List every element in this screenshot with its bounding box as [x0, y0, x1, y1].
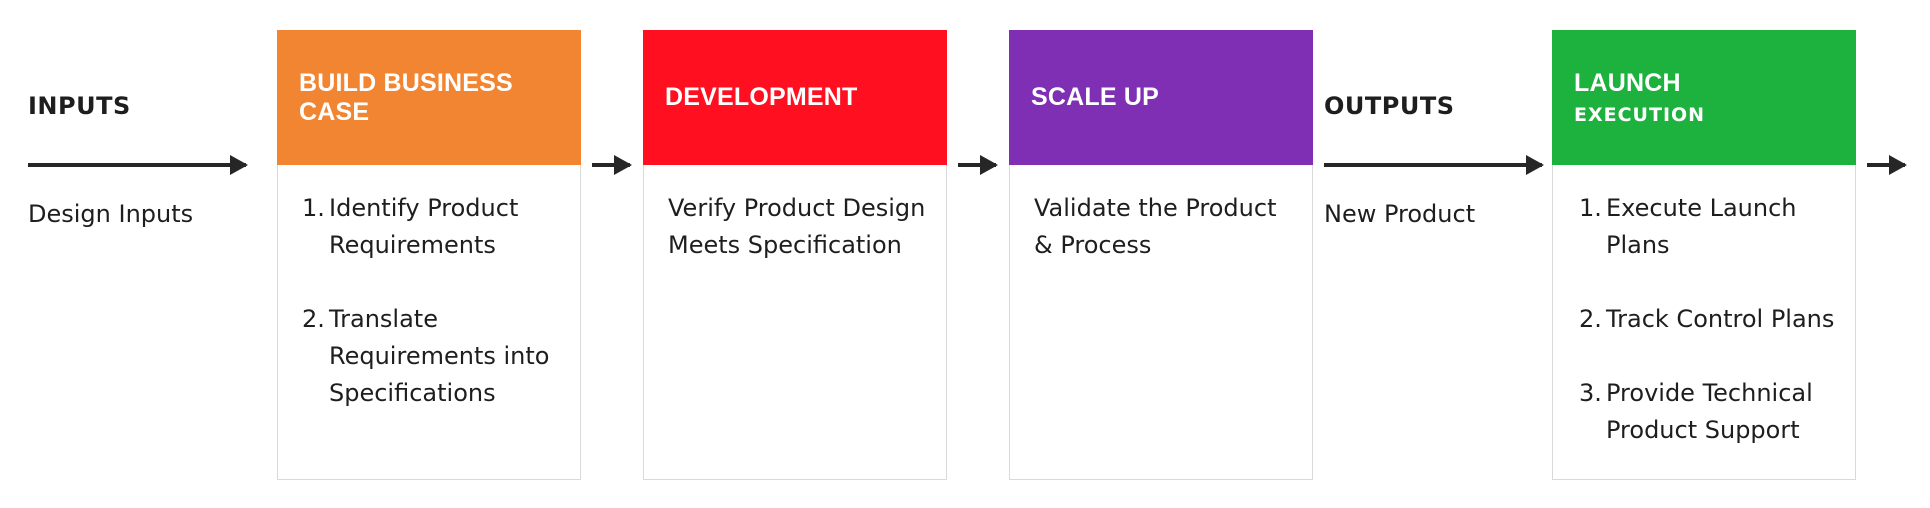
- step-text: Track Control Plans: [1606, 305, 1835, 333]
- inputs-label: INPUTS: [28, 92, 131, 120]
- arrow-final: [1867, 155, 1907, 175]
- list-item: 3.Provide Technical Product Support: [1579, 379, 1813, 444]
- list-item: 2.Track Control Plans: [1579, 305, 1835, 333]
- stage-steps-list: 1.Execute Launch Plans 2.Track Control P…: [1579, 190, 1837, 449]
- step-text: Execute Launch Plans: [1606, 194, 1797, 259]
- stage-steps-list: 1.Identify Product Requirements 2.Transl…: [302, 190, 562, 412]
- stage-body: 1.Identify Product Requirements 2.Transl…: [302, 190, 562, 412]
- inputs-arrow: [28, 155, 248, 175]
- stage-text: Validate the Product & Process: [1034, 194, 1277, 259]
- stage-body: 1.Execute Launch Plans 2.Track Control P…: [1579, 190, 1837, 449]
- stage-text: Verify Product Design Meets Specificatio…: [668, 194, 926, 259]
- list-item: 1.Execute Launch Plans: [1579, 194, 1797, 259]
- stage-subtitle: EXECUTION: [1574, 104, 1706, 126]
- stage-title: DEVELOPMENT: [665, 83, 858, 111]
- inputs-text: Design Inputs: [28, 200, 194, 228]
- stage-title: LAUNCH: [1574, 69, 1681, 97]
- stage-title: SCALE UP: [1031, 83, 1160, 111]
- step-text: Translate Requirements into Specificatio…: [329, 305, 550, 407]
- step-text: Identify Product Requirements: [329, 194, 519, 259]
- outputs-text: New Product: [1324, 200, 1476, 228]
- stage-scale-up: SCALE UP Validate the Product & Process: [1009, 30, 1313, 480]
- stage-header: DEVELOPMENT: [643, 30, 947, 165]
- list-item: 1.Identify Product Requirements: [302, 194, 519, 259]
- stage-build-business-case: BUILD BUSINESS CASE 1.Identify Product R…: [277, 30, 581, 480]
- outputs-label: OUTPUTS: [1324, 92, 1455, 120]
- stage-title: BUILD BUSINESS CASE: [299, 68, 513, 126]
- outputs-arrow: [1324, 155, 1544, 175]
- list-item: 2.Translate Requirements into Specificat…: [302, 305, 550, 407]
- stage-development: DEVELOPMENT Verify Product Design Meets …: [643, 30, 947, 480]
- arrow-to-development: [592, 155, 632, 175]
- stage-header: BUILD BUSINESS CASE: [277, 30, 581, 165]
- stage-header: SCALE UP: [1009, 30, 1313, 165]
- step-text: Provide Technical Product Support: [1606, 379, 1813, 444]
- stage-header: LAUNCH EXECUTION: [1552, 30, 1856, 165]
- stage-launch: LAUNCH EXECUTION 1.Execute Launch Plans …: [1552, 30, 1856, 480]
- arrow-to-scale-up: [958, 155, 998, 175]
- stage-body: Validate the Product & Process: [1034, 190, 1294, 264]
- stage-body: Verify Product Design Meets Specificatio…: [668, 190, 928, 264]
